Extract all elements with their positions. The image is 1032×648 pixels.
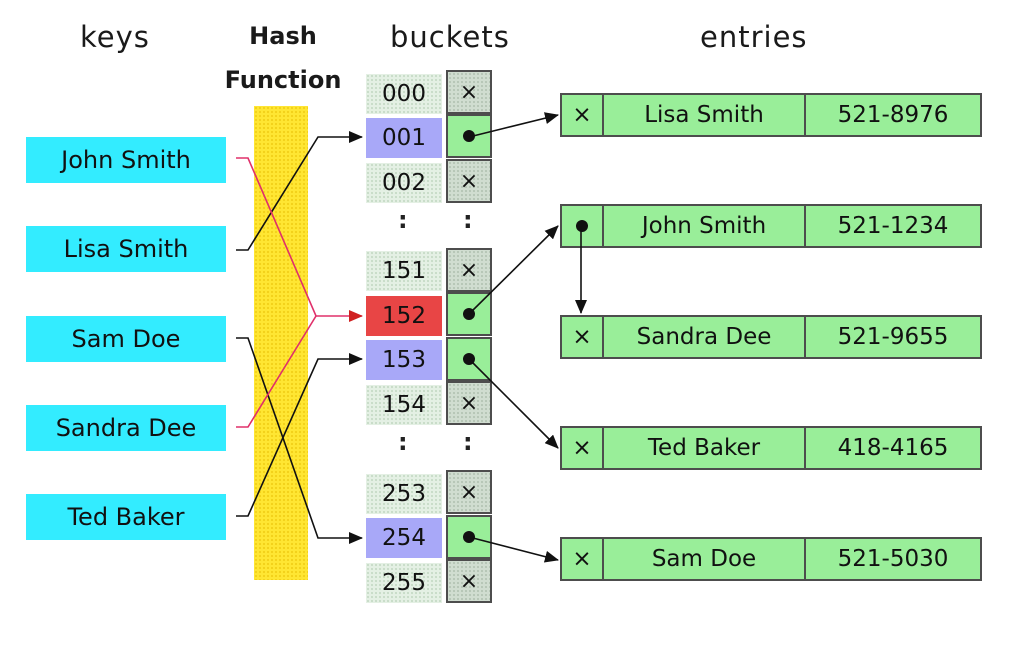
bucket-index-253: 253 — [366, 474, 442, 514]
bucket-slot-154: × — [446, 381, 492, 425]
bucket-index-254: 254 — [366, 518, 442, 558]
key-lisa-smith: Lisa Smith — [26, 226, 226, 272]
bucket-index-000: 000 — [366, 74, 442, 114]
bucket-slot-001 — [446, 114, 492, 158]
entry-sandra-dee: × Sandra Dee 521-9655 — [560, 315, 982, 359]
pointer-152-to-john — [468, 225, 559, 315]
wire-ted-to-153 — [236, 353, 363, 517]
pointer-001-to-lisa — [468, 112, 559, 138]
entry-next-null: × — [562, 428, 604, 468]
hash-header-line1: Hash — [249, 22, 317, 50]
entry-phone: 418-4165 — [837, 435, 949, 461]
entry-next-pointer — [562, 206, 604, 246]
keys-header: keys — [80, 20, 150, 54]
entry-name: Sandra Dee — [604, 317, 806, 357]
key-sam-doe: Sam Doe — [26, 316, 226, 362]
entry-name: Lisa Smith — [604, 95, 806, 135]
bucket-index-002: 002 — [366, 163, 442, 203]
entry-phone: 521-9655 — [837, 324, 949, 350]
entry-next-null: × — [562, 317, 604, 357]
bucket-slot-253: × — [446, 470, 492, 514]
pointer-dot-icon — [576, 220, 588, 232]
bucket-index-152: 152 — [366, 296, 442, 336]
entry-phone: 521-8976 — [837, 102, 949, 128]
pointer-254-to-sam — [468, 536, 559, 563]
wire-john-to-152 — [236, 157, 363, 322]
entry-lisa-smith: × Lisa Smith 521-8976 — [560, 93, 982, 137]
bucket-slot-002: × — [446, 159, 492, 203]
wire-sandra-to-152 — [236, 315, 317, 428]
key-sandra-dee: Sandra Dee — [26, 405, 226, 451]
pointer-153-to-ted — [468, 358, 559, 449]
bucket-index-001: 001 — [366, 118, 442, 158]
bucket-index-255: 255 — [366, 563, 442, 603]
key-john-smith: John Smith — [26, 137, 226, 183]
hash-header-line2: Function — [224, 66, 342, 94]
wire-sam-to-254 — [236, 337, 363, 544]
bucket-index-154: 154 — [366, 385, 442, 425]
entry-next-null: × — [562, 95, 604, 135]
wire-lisa-to-001 — [236, 131, 363, 251]
slot-ellipsis-2: : — [463, 428, 473, 456]
bucket-slot-151: × — [446, 248, 492, 292]
entry-phone: 521-1234 — [837, 213, 949, 239]
entry-next-null: × — [562, 539, 604, 579]
entry-john-smith: John Smith 521-1234 — [560, 204, 982, 248]
pointer-dot-icon — [463, 130, 475, 142]
slot-ellipsis-1: : — [463, 206, 473, 234]
bucket-slot-255: × — [446, 559, 492, 603]
entry-name: John Smith — [604, 206, 806, 246]
bucket-slot-000: × — [446, 70, 492, 114]
entry-name: Sam Doe — [604, 539, 806, 579]
entry-name: Ted Baker — [604, 428, 806, 468]
bucket-index-153: 153 — [366, 340, 442, 380]
entry-sam-doe: × Sam Doe 521-5030 — [560, 537, 982, 581]
key-ted-baker: Ted Baker — [26, 494, 226, 540]
hash-function-header: Hash Function — [210, 14, 356, 102]
entry-ted-baker: × Ted Baker 418-4165 — [560, 426, 982, 470]
entry-phone: 521-5030 — [837, 546, 949, 572]
bucket-index-151: 151 — [366, 251, 442, 291]
buckets-header: buckets — [390, 20, 510, 54]
entries-header: entries — [700, 20, 808, 54]
bucket-ellipsis-1: : — [398, 206, 408, 234]
bucket-ellipsis-2: : — [398, 428, 408, 456]
